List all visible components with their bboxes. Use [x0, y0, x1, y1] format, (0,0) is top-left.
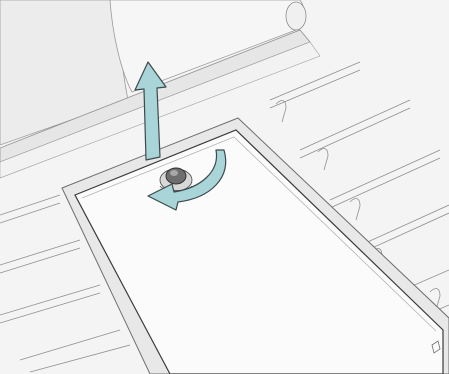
- illustration-canvas: [0, 0, 449, 374]
- appliance-diagram: [0, 0, 449, 374]
